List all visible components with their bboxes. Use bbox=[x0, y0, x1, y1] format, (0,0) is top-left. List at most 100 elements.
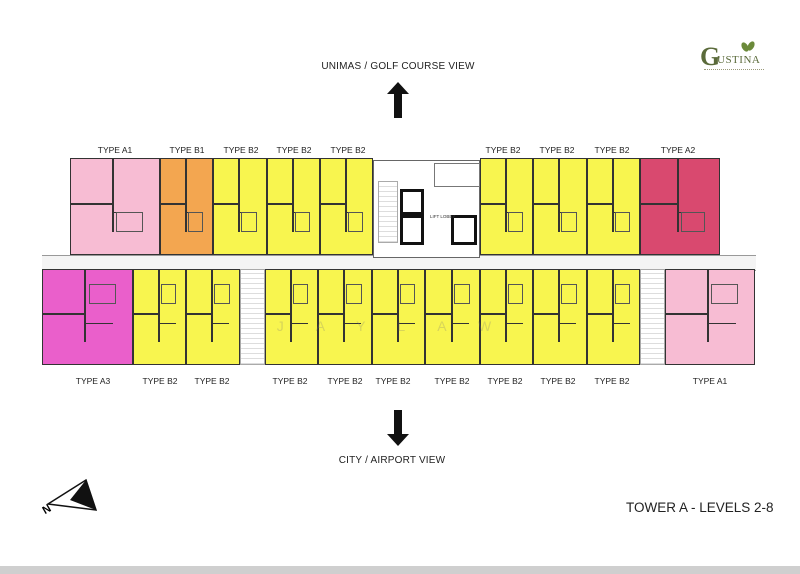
down-arrow-icon bbox=[387, 410, 409, 446]
bathroom bbox=[614, 284, 631, 304]
unit-type-b2 bbox=[425, 269, 480, 365]
unit-type-label: TYPE A1 bbox=[692, 376, 728, 386]
bathroom bbox=[507, 284, 524, 304]
bathroom bbox=[241, 212, 258, 232]
bathroom bbox=[453, 284, 470, 304]
unit-type-b1 bbox=[160, 158, 213, 255]
unit-type-a1 bbox=[665, 269, 755, 365]
interior-wall bbox=[161, 202, 185, 205]
interior-wall bbox=[291, 159, 294, 232]
unit-type-label: TYPE B2 bbox=[194, 376, 230, 386]
interior-wall bbox=[452, 322, 470, 324]
unit-type-label: TYPE B2 bbox=[272, 376, 308, 386]
bathroom bbox=[187, 212, 204, 232]
unit-type-label: TYPE B2 bbox=[540, 376, 576, 386]
interior-wall bbox=[504, 270, 507, 342]
bathroom bbox=[561, 212, 578, 232]
unit-type-b2 bbox=[265, 269, 318, 365]
lift-1 bbox=[400, 189, 424, 215]
interior-wall bbox=[319, 313, 344, 316]
unit-type-b2 bbox=[267, 158, 320, 255]
unit-type-b2 bbox=[587, 158, 640, 255]
unit-type-label: TYPE B2 bbox=[485, 145, 521, 155]
watermark: JAYLAW bbox=[276, 318, 524, 334]
unit-type-label: TYPE B2 bbox=[276, 145, 312, 155]
unit-type-b2 bbox=[318, 269, 372, 365]
unit-type-label: TYPE B2 bbox=[487, 376, 523, 386]
interior-wall bbox=[211, 270, 214, 342]
interior-wall bbox=[611, 159, 614, 232]
interior-wall bbox=[111, 159, 114, 232]
unit-type-label: TYPE B2 bbox=[594, 145, 630, 155]
interior-wall bbox=[134, 313, 158, 316]
unit-type-b2 bbox=[480, 158, 533, 255]
bathroom bbox=[347, 212, 364, 232]
bottom-strip bbox=[0, 566, 800, 574]
interior-wall bbox=[450, 270, 453, 342]
up-arrow-icon bbox=[387, 82, 409, 118]
unit-type-b2 bbox=[213, 158, 267, 255]
gustina-logo: G USTINA bbox=[700, 41, 766, 76]
lift-3 bbox=[451, 215, 477, 245]
staircase-east bbox=[640, 269, 665, 365]
unit-type-a3 bbox=[42, 269, 133, 365]
interior-wall bbox=[426, 313, 451, 316]
interior-wall bbox=[184, 159, 187, 232]
interior-wall bbox=[238, 159, 241, 232]
bathroom bbox=[681, 212, 705, 232]
unit-type-label: TYPE B2 bbox=[539, 145, 575, 155]
interior-wall bbox=[71, 202, 112, 205]
bathroom bbox=[614, 212, 631, 232]
unit-type-b2 bbox=[186, 269, 240, 365]
unit-type-b2 bbox=[533, 269, 587, 365]
interior-wall bbox=[83, 270, 86, 342]
interior-wall bbox=[289, 270, 292, 342]
unit-type-label: TYPE B2 bbox=[327, 376, 363, 386]
unit-type-label: TYPE B2 bbox=[594, 376, 630, 386]
interior-wall bbox=[534, 202, 559, 205]
interior-wall bbox=[558, 159, 561, 232]
staircase-west bbox=[240, 269, 265, 365]
interior-wall bbox=[677, 159, 679, 232]
unit-type-label: TYPE A3 bbox=[75, 376, 111, 386]
bathroom bbox=[561, 284, 578, 304]
bathroom bbox=[294, 212, 311, 232]
interior-wall bbox=[613, 322, 630, 324]
unit-type-label: TYPE A2 bbox=[660, 145, 696, 155]
interior-wall bbox=[481, 313, 505, 316]
interior-wall bbox=[708, 322, 736, 324]
interior-wall bbox=[345, 322, 362, 324]
interior-wall bbox=[396, 270, 399, 342]
staircase bbox=[378, 181, 398, 243]
interior-wall bbox=[706, 270, 709, 342]
interior-wall bbox=[504, 159, 507, 232]
unit-type-label: TYPE B2 bbox=[223, 145, 259, 155]
lift-lobby-label: LIFT LOBBY bbox=[430, 214, 456, 219]
south-view-label: CITY / AIRPORT VIEW bbox=[338, 455, 446, 466]
interior-wall bbox=[398, 322, 415, 324]
unit-type-b2 bbox=[320, 158, 373, 255]
bathroom bbox=[116, 212, 143, 232]
unit-type-b2 bbox=[533, 158, 587, 255]
interior-wall bbox=[213, 322, 230, 324]
unit-type-label: TYPE B2 bbox=[375, 376, 411, 386]
leaf-icon bbox=[741, 41, 755, 52]
service-room bbox=[434, 163, 480, 187]
interior-wall bbox=[187, 313, 212, 316]
unit-type-b2 bbox=[133, 269, 186, 365]
bathroom bbox=[346, 284, 363, 304]
unit-type-label: TYPE A1 bbox=[97, 145, 133, 155]
unit-type-a2 bbox=[640, 158, 720, 255]
unit-type-label: TYPE B1 bbox=[169, 145, 205, 155]
bathroom bbox=[292, 284, 309, 304]
interior-wall bbox=[588, 202, 612, 205]
interior-wall bbox=[214, 202, 239, 205]
interior-wall bbox=[344, 159, 347, 232]
interior-wall bbox=[268, 202, 292, 205]
unit-type-b2 bbox=[372, 269, 425, 365]
interior-wall bbox=[343, 270, 346, 342]
interior-wall bbox=[588, 313, 612, 316]
lift-2 bbox=[400, 215, 424, 245]
interior-wall bbox=[481, 202, 505, 205]
tower-title: TOWER A - LEVELS 2-8 bbox=[626, 500, 774, 515]
